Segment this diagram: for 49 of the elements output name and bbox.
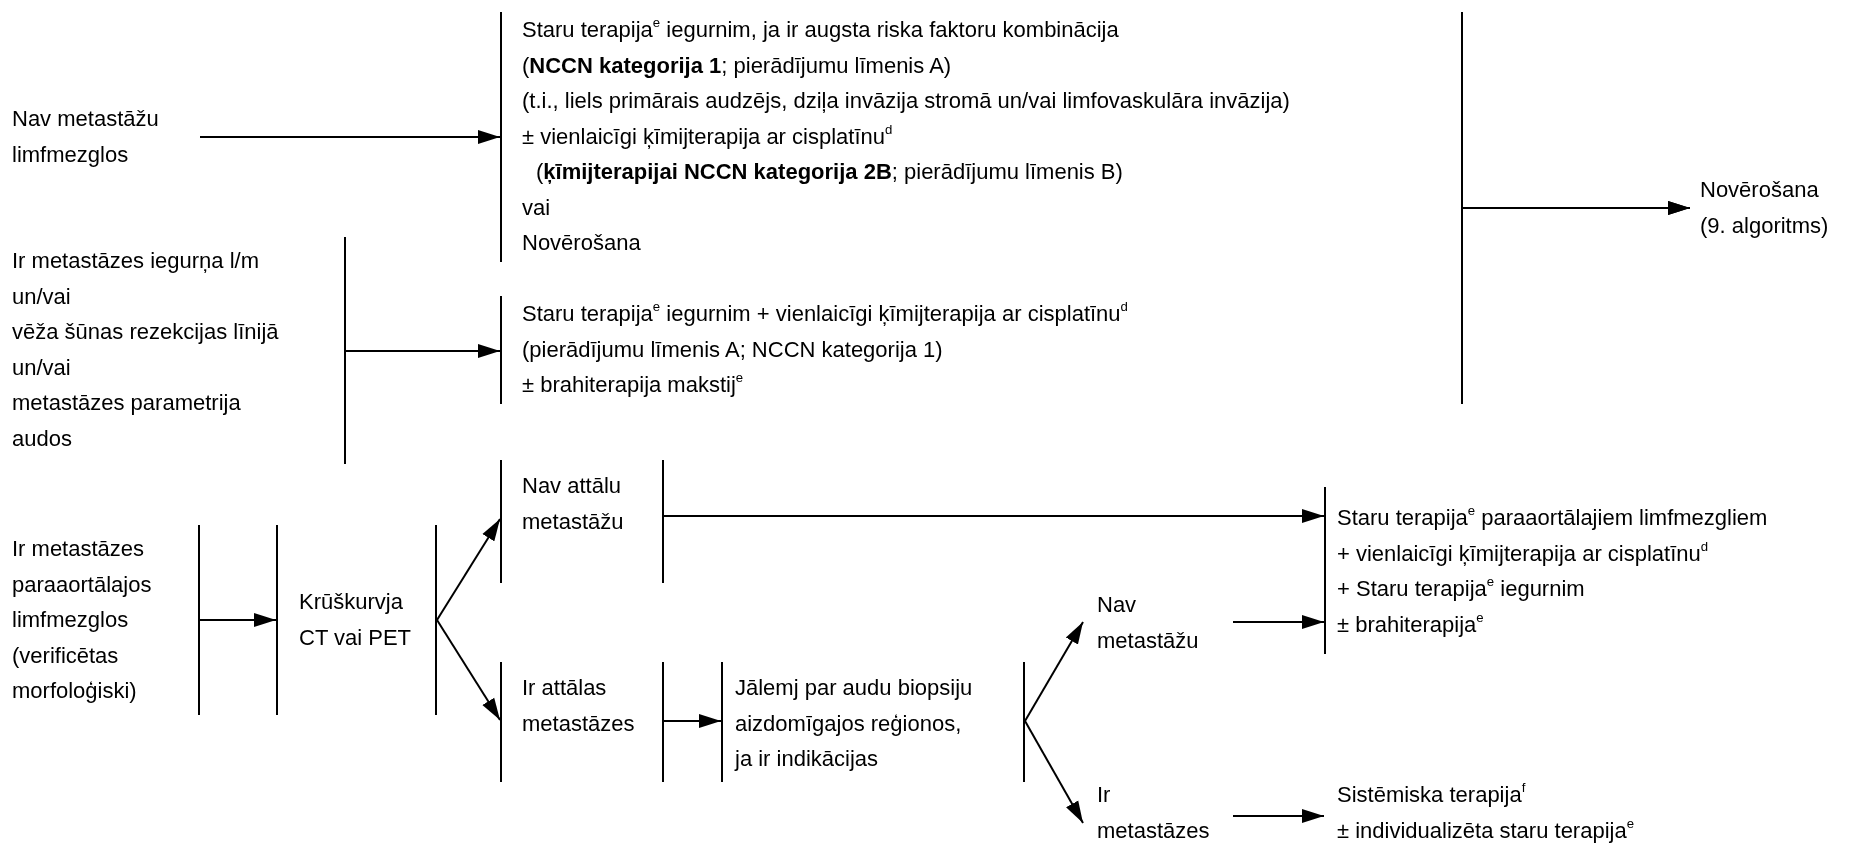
- step-text: ± vienlaicīgi ķīmijterapija ar cisplatīnu$^{d}$: [522, 120, 894, 151]
- step-text: (9. algoritms): [1700, 211, 1830, 240]
- step-text: ± individualizēta staru terapija$^{e}$: [1337, 814, 1636, 845]
- step-text: + vienlaicīgi ķīmijterapija ar cisplatīnu$^{d}$: [1337, 537, 1710, 568]
- arrow: [345, 344, 501, 358]
- step-text: (NCCN kategorija 1; pierādījumu līmenis A): [522, 51, 953, 80]
- step-text: Ir attālas metastāzes: [522, 674, 635, 738]
- arrow: [663, 714, 722, 728]
- step-text: Ir metastāzes paraaortālajos limfmezglos (verificētas morfoloģiski): [12, 535, 153, 705]
- step-text: Staru terapija$^{e}$ paraaortālajiem limfmezgliem: [1337, 502, 1769, 532]
- step-text: Krūškurvja CT vai PET: [299, 588, 413, 652]
- bracketed-step: [12, 237, 346, 464]
- arrow: [1232, 809, 1325, 823]
- step-text: ± brahiterapija$^{e}$: [1337, 608, 1485, 639]
- step-text: Ir metastāzes: [1097, 781, 1210, 845]
- bracketed-step: [500, 460, 664, 583]
- bracketed-step: [500, 662, 664, 782]
- step-text: Ir metastāzes iegurņa l/m: [12, 247, 260, 275]
- step-text: Nav metastāžu limfmezglos: [12, 105, 160, 169]
- arrow: [199, 130, 501, 144]
- arrow: [436, 518, 501, 621]
- arrow: [1024, 720, 1084, 824]
- step-text: vēža šūnas rezekcijas līnijā: [12, 318, 280, 346]
- step-text: un/vai: [12, 282, 72, 311]
- bracketed-step: [12, 525, 200, 715]
- arrow: [436, 619, 501, 721]
- bracketed-step: [276, 525, 437, 715]
- step-text: Sistēmiska terapija$^{f}$: [1337, 779, 1527, 809]
- step-text: Nav attālu metastāžu: [522, 472, 624, 536]
- bracketed-step: [721, 662, 1025, 782]
- step-text: un/vai: [12, 353, 72, 382]
- arrow: [1461, 201, 1691, 405]
- arrow: [1232, 615, 1325, 629]
- step-text: Nav metastāžu: [1097, 591, 1199, 655]
- step-text: Staru terapija$^{e}$ iegurnim + vienlaicīgi ķīmijterapija ar cisplatīnu$^{d}$: [522, 298, 1129, 328]
- step-text: Jālemj par audu biopsiju aizdomīgajos reģionos, ja ir indikācijas: [735, 674, 974, 773]
- arrow: [663, 509, 1325, 523]
- arrow: [199, 613, 277, 627]
- step-text: (t.i., liels primārais audzējs, dziļa invāzija stromā un/vai limfovaskulāra invāzija): [522, 87, 1291, 115]
- step-text: Staru terapija$^{e}$ iegurnim, ja ir augsta riska faktoru kombinācija: [522, 14, 1120, 44]
- step-text: (pierādījumu līmenis A; NCCN kategorija 1): [522, 335, 944, 364]
- step-text: Novērošana: [1700, 176, 1820, 204]
- step-text: (ķīmijterapijai NCCN kategorija 2B; pierādījumu līmenis B): [535, 158, 1124, 186]
- arrow: [1024, 621, 1084, 722]
- step-text: metastāzes parametrija audos: [12, 389, 242, 453]
- step-text: + Staru terapija$^{e}$ iegurnim: [1337, 573, 1586, 603]
- step-text: ± brahiterapija makstij$^{e}$: [522, 369, 745, 399]
- step-text: vai: [522, 193, 552, 222]
- step-text: Novērošana: [522, 229, 642, 257]
